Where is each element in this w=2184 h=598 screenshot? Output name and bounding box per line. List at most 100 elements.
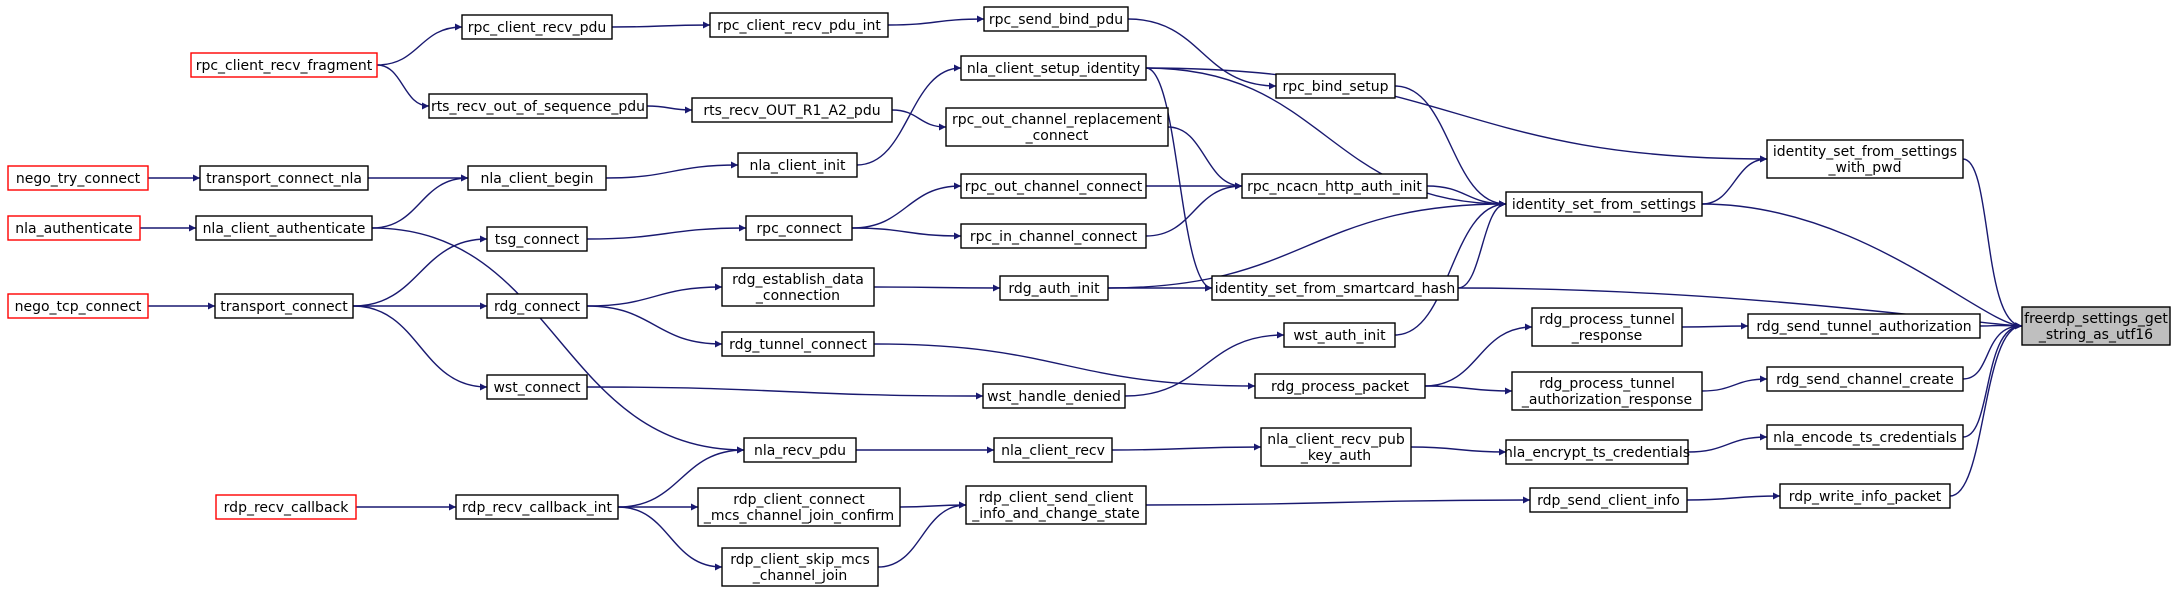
node-rdg-connect[interactable]: rdg_connect <box>486 293 588 319</box>
node-transport-connect-nla[interactable]: transport_connect_nla <box>199 165 369 191</box>
node-box <box>1766 424 1964 450</box>
node-tsg-connect[interactable]: tsg_connect <box>486 226 588 252</box>
node-rpc-client-recv-pdu-int[interactable]: rpc_client_recv_pdu_int <box>709 12 889 38</box>
node-rdp-client-connect-mcs[interactable]: rdp_client_connect_mcs_channel_join_conf… <box>697 487 901 527</box>
edge-rpc-send-bind-to-rpc-bind-setup <box>1127 18 1277 90</box>
node-box <box>1766 139 1964 179</box>
node-box <box>1211 275 1459 301</box>
node-nla-client-setup-identity[interactable]: nla_client_setup_identity <box>960 55 1147 81</box>
edge-wst-connect-to-wst-handle-denied <box>586 386 984 400</box>
node-nla-authenticate[interactable]: nla_authenticate <box>7 215 141 241</box>
node-wst-handle-denied[interactable]: wst_handle_denied <box>982 383 1126 409</box>
node-rdp-send-client-info[interactable]: rdp_send_client_info <box>1529 487 1688 513</box>
node-box <box>2021 306 2171 346</box>
node-rpc-in-conn[interactable]: rpc_in_channel_connect <box>960 223 1147 249</box>
node-rts-recv-out-r1[interactable]: rts_recv_OUT_R1_A2_pdu <box>691 97 893 123</box>
node-rdp-write-info[interactable]: rdp_write_info_packet <box>1779 483 1951 509</box>
node-rpc-bind-setup[interactable]: rpc_bind_setup <box>1275 73 1396 99</box>
node-box <box>1505 439 1689 465</box>
node-box <box>999 275 1109 301</box>
edge-rdp-client-send-client-to-rdp-send-client-info <box>1145 496 1531 506</box>
node-label: nla_client_authenticate <box>203 221 366 237</box>
node-nla-client-init[interactable]: nla_client_init <box>737 152 858 178</box>
node-label: nego_try_connect <box>16 171 141 187</box>
node-box <box>1779 483 1951 509</box>
node-box <box>455 494 619 520</box>
edge-rts-recv-oos-to-rts-recv-out-r1 <box>646 105 693 114</box>
node-nla-client-begin[interactable]: nla_client_begin <box>467 165 607 191</box>
node-box <box>7 215 141 241</box>
edge-id-smartcard-to-id-set <box>1457 200 1507 289</box>
node-label: identity_set_from_settings <box>1512 197 1696 213</box>
node-nla-client-recv-pub[interactable]: nla_client_recv_pub_key_auth <box>1260 427 1412 467</box>
edge-rdg-proc-tunnel-auth-resp-to-rdg-send-channel-create <box>1701 375 1768 392</box>
edge-nla-encrypt-to-nla-encode <box>1687 433 1768 453</box>
node-rdg-proc-tunnel-resp[interactable]: rdg_process_tunnel_response <box>1531 307 1683 347</box>
edge-rpc-client-recv-pdu-to-rpc-client-recv-pdu-int <box>611 21 711 29</box>
node-label: rpc_connect <box>756 221 842 237</box>
node-transport-connect[interactable]: transport_connect <box>214 293 354 319</box>
node-nego-try-connect[interactable]: nego_try_connect <box>7 165 149 191</box>
node-rdg-send-channel-create[interactable]: rdg_send_channel_create <box>1766 366 1964 392</box>
node-nla-encrypt[interactable]: nla_encrypt_ts_credentials <box>1504 439 1690 465</box>
node-rdg-tunnel-connect[interactable]: rdg_tunnel_connect <box>721 331 875 357</box>
node-rdg-est-data[interactable]: rdg_establish_data_connection <box>721 267 875 307</box>
node-rpc-out-repl[interactable]: rpc_out_channel_replacement_connect <box>945 107 1169 147</box>
node-label: identity_set_from_settings <box>1773 144 1957 160</box>
node-label: rts_recv_OUT_R1_A2_pdu <box>703 103 880 119</box>
node-label: rdg_process_packet <box>1271 379 1409 395</box>
node-rpc-client-recv-pdu[interactable]: rpc_client_recv_pdu <box>461 14 613 40</box>
node-nla-client-auth[interactable]: nla_client_authenticate <box>195 215 373 241</box>
edge-wst-handle-denied-to-wst-auth-init <box>1124 331 1285 397</box>
edge-nla-client-setup-identity-to-id-smartcard <box>1145 67 1213 292</box>
node-rts-recv-oos[interactable]: rts_recv_out_of_sequence_pdu <box>428 93 648 119</box>
node-label: nla_authenticate <box>15 221 132 237</box>
edge-nla-client-recv-pub-to-nla-encrypt <box>1410 446 1507 456</box>
node-nla-client-recv[interactable]: nla_client_recv <box>993 437 1113 463</box>
edge-nla-client-auth-to-nla-recv-pdu <box>371 227 745 454</box>
node-id-set[interactable]: identity_set_from_settings <box>1505 191 1703 217</box>
node-rpc-ncacn[interactable]: rpc_ncacn_http_auth_init <box>1241 173 1428 199</box>
node-rdp-client-skip-mcs[interactable]: rdp_client_skip_mcs_channel_join <box>721 547 879 587</box>
node-box <box>199 165 369 191</box>
node-root[interactable]: freerdp_settings_get_string_as_utf16 <box>2021 306 2171 346</box>
edge-nla-encode-to-root <box>1962 322 2023 438</box>
node-box <box>486 293 588 319</box>
node-id-smartcard[interactable]: identity_set_from_smartcard_hash <box>1211 275 1459 301</box>
edge-rdg-connect-to-rdg-tunnel-connect <box>586 305 723 348</box>
node-box <box>1505 191 1703 217</box>
node-rdp-recv-callback[interactable]: rdp_recv_callback <box>215 494 357 520</box>
node-label: nego_tcp_connect <box>15 299 142 315</box>
node-nla-encode[interactable]: nla_encode_ts_credentials <box>1766 424 1964 450</box>
node-rdg-proc-packet[interactable]: rdg_process_packet <box>1254 373 1426 399</box>
node-nego-tcp-connect[interactable]: nego_tcp_connect <box>7 293 149 319</box>
node-nla-recv-pdu[interactable]: nla_recv_pdu <box>743 437 857 463</box>
node-box <box>1529 487 1688 513</box>
node-box <box>1241 173 1428 199</box>
edge-nla-client-auth-to-nla-client-begin <box>371 174 469 229</box>
node-box <box>215 494 357 520</box>
node-wst-auth-init[interactable]: wst_auth_init <box>1283 322 1396 348</box>
node-id-pwd[interactable]: identity_set_from_settings_with_pwd <box>1766 139 1964 179</box>
node-rpc-send-bind[interactable]: rpc_send_bind_pdu <box>983 6 1129 32</box>
node-label: rdg_connect <box>494 299 581 315</box>
node-box <box>1260 427 1412 467</box>
node-label: _with_pwd <box>1828 160 1902 176</box>
node-rpc-client-recv-frag[interactable]: rpc_client_recv_fragment <box>190 52 378 78</box>
node-rdg-send-tunnel-auth[interactable]: rdg_send_tunnel_authorization <box>1747 313 1981 339</box>
node-rdg-proc-tunnel-auth-resp[interactable]: rdg_process_tunnel_authorization_respons… <box>1511 371 1703 411</box>
node-rdp-recv-cb-int[interactable]: rdp_recv_callback_int <box>455 494 619 520</box>
node-rpc-out-conn[interactable]: rpc_out_channel_connect <box>960 173 1147 199</box>
node-rdp-client-send-client[interactable]: rdp_client_send_client_info_and_change_s… <box>965 485 1147 525</box>
node-rdg-auth-init[interactable]: rdg_auth_init <box>999 275 1109 301</box>
node-label: rdp_send_client_info <box>1537 493 1680 509</box>
node-wst-connect[interactable]: wst_connect <box>486 374 588 400</box>
node-label: rdp_recv_callback <box>224 500 350 516</box>
node-label: freerdp_settings_get <box>2024 311 2168 327</box>
edge-transport-connect-to-wst-connect <box>352 305 488 391</box>
node-label: _connect <box>1025 128 1089 144</box>
node-rpc-connect[interactable]: rpc_connect <box>745 215 853 241</box>
node-box <box>743 437 857 463</box>
node-box <box>737 152 858 178</box>
edge-nla-client-setup-identity-to-id-pwd <box>1145 67 1768 163</box>
